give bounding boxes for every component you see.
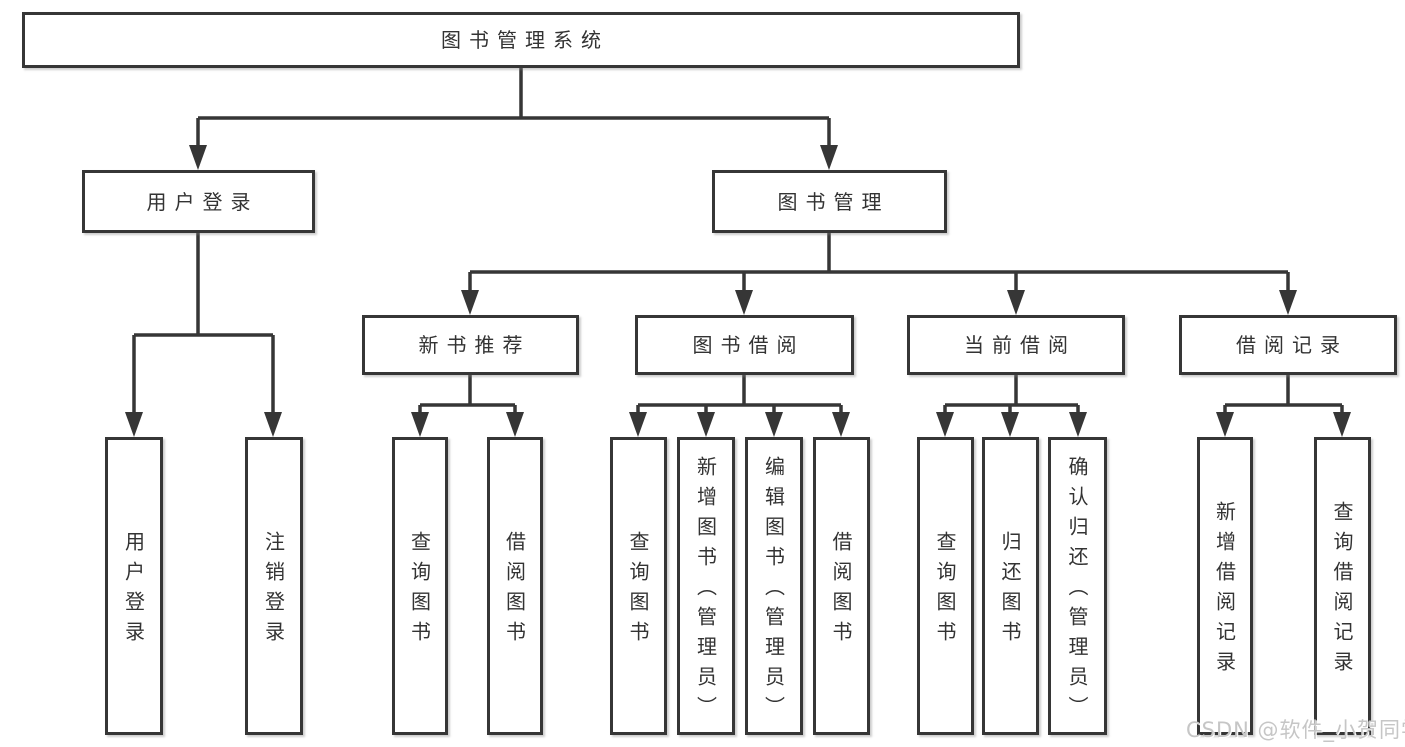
leaf-query-books-recommend-label: 查询图书 [407,531,432,651]
node-new-book-recommend-label: 新书推荐 [418,333,531,357]
leaf-query-books-borrow: 查询图书 [610,437,667,735]
leaf-edit-book-admin-label: 编辑图书（管理员） [761,456,786,726]
leaf-query-books-borrow-label: 查询图书 [626,531,650,651]
arrowheads [125,145,1351,437]
leaf-logout: 注销登录 [245,437,303,735]
node-book-management-label: 图书管理 [777,189,890,214]
node-borrow-records: 借阅记录 [1179,315,1397,375]
node-current-borrow: 当前借阅 [907,315,1125,375]
leaf-borrow-books-recommend-label: 借阅图书 [502,531,527,651]
leaf-user-login-label: 用户登录 [121,531,146,651]
leaf-return-book-label: 归还图书 [998,531,1022,651]
leaf-return-book: 归还图书 [982,437,1039,735]
leaf-confirm-return-admin: 确认归还（管理员） [1048,437,1107,735]
node-user-login: 用户登录 [82,170,315,233]
connector-root [196,68,831,148]
connector-login [132,233,275,415]
node-book-management: 图书管理 [712,170,947,233]
leaf-query-borrow-record-label: 查询借阅记录 [1330,501,1354,681]
leaf-query-borrow-record: 查询借阅记录 [1314,437,1371,735]
node-new-book-recommend: 新书推荐 [362,315,579,375]
node-book-borrow-label: 图书借阅 [692,333,805,357]
leaf-user-login: 用户登录 [105,437,163,735]
csdn-watermark: CSDN @软件_小贺同学 [1186,718,1405,742]
node-borrow-records-label: 借阅记录 [1236,333,1348,357]
leaf-add-borrow-record: 新增借阅记录 [1197,437,1253,735]
leaf-query-books-recommend: 查询图书 [392,437,448,735]
connector-mgmt [468,233,1290,293]
leaf-add-book-admin: 新增图书（管理员） [677,437,735,735]
connector-newbook [418,375,517,415]
connector-current [943,375,1080,415]
node-user-login-label: 用户登录 [146,189,259,214]
node-book-borrow: 图书借阅 [635,315,854,375]
node-root-system: 图书管理系统 [22,12,1020,68]
leaf-borrow-books: 借阅图书 [813,437,870,735]
leaf-borrow-books-label: 借阅图书 [829,531,853,651]
leaf-logout-label: 注销登录 [261,531,286,651]
leaf-borrow-books-recommend: 借阅图书 [487,437,543,735]
connector-records [1223,375,1344,415]
node-current-borrow-label: 当前借阅 [964,333,1076,357]
leaf-add-borrow-record-label: 新增借阅记录 [1212,501,1237,681]
leaf-add-book-admin-label: 新增图书（管理员） [693,456,718,726]
leaf-confirm-return-admin-label: 确认归还（管理员） [1065,456,1089,726]
leaf-query-books-current-label: 查询图书 [933,531,957,651]
leaf-query-books-current: 查询图书 [917,437,974,735]
node-root-label: 图书管理系统 [441,28,609,52]
leaf-edit-book-admin: 编辑图书（管理员） [745,437,803,735]
connector-borrow [636,375,843,415]
